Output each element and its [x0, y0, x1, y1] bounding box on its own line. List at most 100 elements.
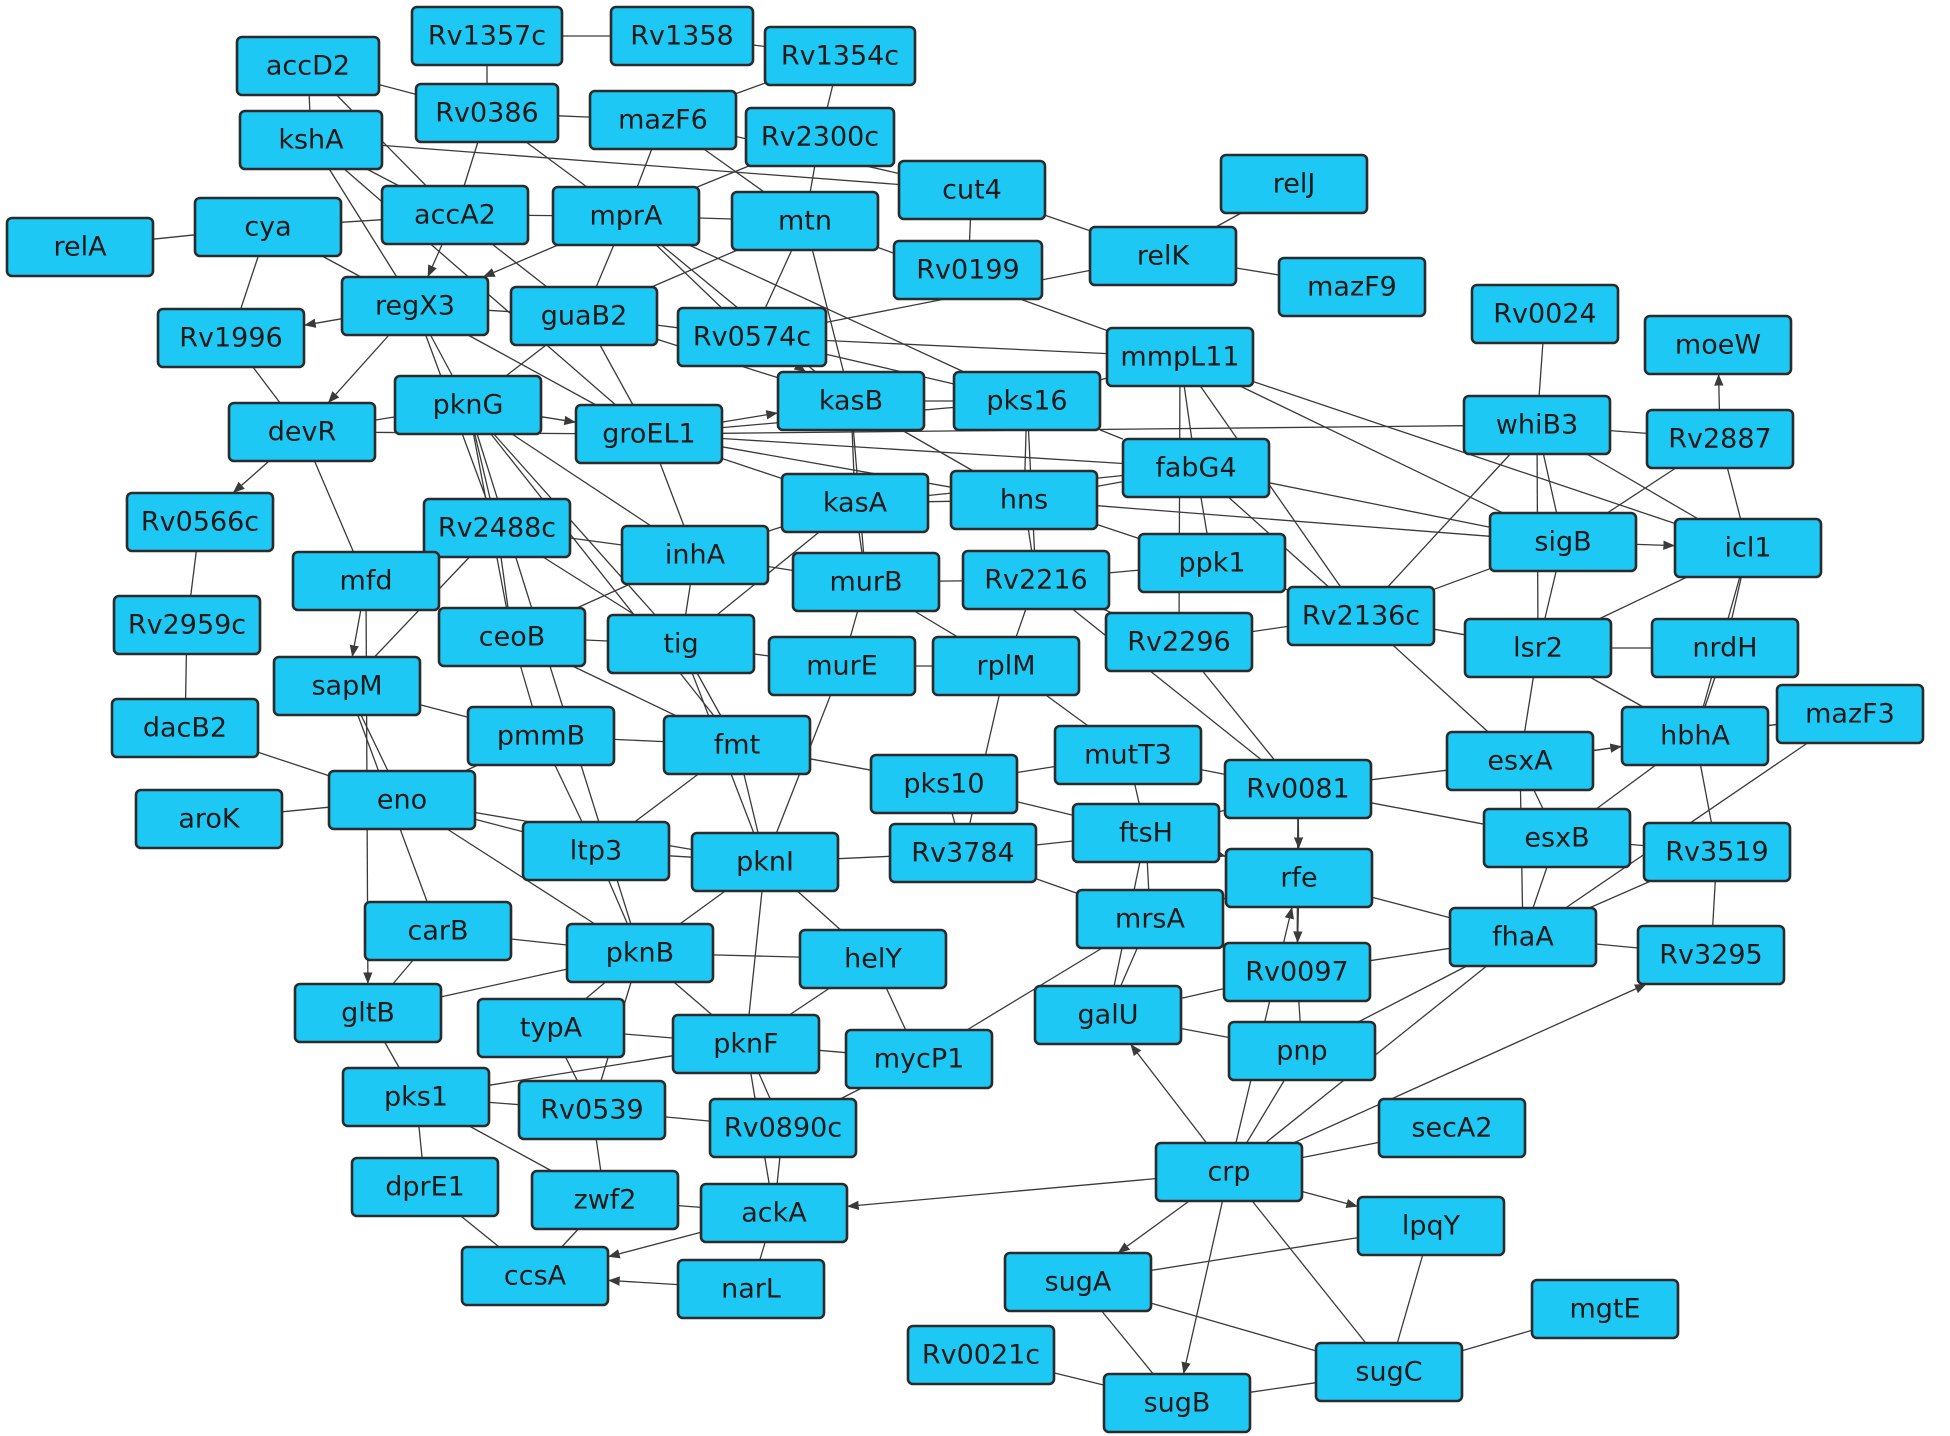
- node-pknG[interactable]: pknG: [393, 374, 543, 436]
- node-murB[interactable]: murB: [791, 551, 941, 613]
- node-pknB[interactable]: pknB: [565, 922, 715, 984]
- node-Rv0890c[interactable]: Rv0890c: [708, 1097, 858, 1159]
- node-ceoB[interactable]: ceoB: [437, 606, 587, 668]
- node-mrsA[interactable]: mrsA: [1075, 888, 1225, 950]
- node-mfd[interactable]: mfd: [291, 550, 441, 612]
- node-mprA[interactable]: mprA: [551, 185, 701, 247]
- node-Rv0081[interactable]: Rv0081: [1223, 758, 1373, 820]
- node-Rv3784[interactable]: Rv3784: [888, 822, 1038, 884]
- node-fmt[interactable]: fmt: [662, 714, 812, 776]
- node-pknF[interactable]: pknF: [671, 1013, 821, 1075]
- node-nrdH[interactable]: nrdH: [1650, 617, 1800, 679]
- node-ackA[interactable]: ackA: [699, 1182, 849, 1244]
- node-aroK[interactable]: aroK: [134, 788, 284, 850]
- node-mazF6[interactable]: mazF6: [588, 89, 738, 151]
- node-Rv0574c[interactable]: Rv0574c: [676, 306, 828, 368]
- node-mgtE[interactable]: mgtE: [1530, 1278, 1680, 1340]
- node-Rv2136c[interactable]: Rv2136c: [1286, 585, 1436, 647]
- node-mazF9[interactable]: mazF9: [1277, 256, 1427, 318]
- node-hbhA[interactable]: hbhA: [1620, 705, 1770, 767]
- node-Rv1354c[interactable]: Rv1354c: [763, 25, 917, 87]
- node-tig[interactable]: tig: [606, 613, 756, 675]
- node-mmpL11[interactable]: mmpL11: [1105, 326, 1255, 388]
- node-carB[interactable]: carB: [363, 900, 513, 962]
- node-mtn[interactable]: mtn: [730, 190, 880, 252]
- node-rplM[interactable]: rplM: [931, 635, 1081, 697]
- node-Rv0566c[interactable]: Rv0566c: [125, 491, 275, 553]
- node-Rv2216[interactable]: Rv2216: [961, 549, 1111, 611]
- node-narL[interactable]: narL: [676, 1258, 826, 1320]
- node-ftsH[interactable]: ftsH: [1071, 802, 1221, 864]
- node-zwf2[interactable]: zwf2: [530, 1169, 680, 1231]
- node-esxA[interactable]: esxA: [1445, 730, 1595, 792]
- node-mycP1[interactable]: mycP1: [844, 1028, 994, 1090]
- node-Rv2959c[interactable]: Rv2959c: [112, 594, 262, 656]
- node-guaB2[interactable]: guaB2: [509, 285, 659, 347]
- node-sapM[interactable]: sapM: [272, 655, 422, 717]
- node-dprE1[interactable]: dprE1: [350, 1156, 500, 1218]
- node-kasA[interactable]: kasA: [780, 472, 930, 534]
- node-relJ[interactable]: relJ: [1219, 153, 1369, 215]
- node-ppk1[interactable]: ppk1: [1137, 532, 1287, 594]
- node-secA2[interactable]: secA2: [1377, 1097, 1527, 1159]
- node-mutT3[interactable]: mutT3: [1053, 724, 1203, 786]
- node-icl1[interactable]: icl1: [1673, 517, 1823, 579]
- node-typA[interactable]: typA: [476, 997, 626, 1059]
- node-Rv3295[interactable]: Rv3295: [1636, 924, 1786, 986]
- node-Rv1358[interactable]: Rv1358: [609, 5, 755, 67]
- node-kshA[interactable]: kshA: [238, 109, 384, 171]
- node-inhA[interactable]: inhA: [620, 524, 770, 586]
- node-lsr2[interactable]: lsr2: [1463, 617, 1613, 679]
- node-murE[interactable]: murE: [767, 635, 917, 697]
- node-crp[interactable]: crp: [1154, 1141, 1304, 1203]
- node-fabG4[interactable]: fabG4: [1121, 437, 1271, 499]
- node-relK[interactable]: relK: [1088, 225, 1238, 287]
- node-sigB[interactable]: sigB: [1488, 511, 1638, 573]
- node-pks10[interactable]: pks10: [869, 753, 1019, 815]
- node-esxB[interactable]: esxB: [1482, 807, 1632, 869]
- node-Rv2300c[interactable]: Rv2300c: [744, 106, 896, 168]
- node-Rv0539[interactable]: Rv0539: [517, 1079, 667, 1141]
- node-Rv0199[interactable]: Rv0199: [892, 239, 1044, 301]
- node-sugA[interactable]: sugA: [1003, 1251, 1153, 1313]
- node-whiB3[interactable]: whiB3: [1462, 394, 1612, 456]
- node-pmmB[interactable]: pmmB: [466, 705, 616, 767]
- node-Rv0021c[interactable]: Rv0021c: [906, 1324, 1056, 1386]
- node-pks16[interactable]: pks16: [952, 370, 1102, 432]
- node-Rv2887[interactable]: Rv2887: [1645, 408, 1795, 470]
- node-mazF3[interactable]: mazF3: [1775, 683, 1925, 745]
- node-Rv1357c[interactable]: Rv1357c: [410, 5, 564, 67]
- node-cya[interactable]: cya: [193, 196, 343, 258]
- node-gltB[interactable]: gltB: [293, 982, 443, 1044]
- node-hns[interactable]: hns: [949, 469, 1099, 531]
- node-Rv2488c[interactable]: Rv2488c: [422, 497, 572, 559]
- node-accD2[interactable]: accD2: [235, 35, 381, 97]
- node-dacB2[interactable]: dacB2: [110, 697, 260, 759]
- node-pknI[interactable]: pknI: [690, 831, 840, 893]
- node-Rv1996[interactable]: Rv1996: [156, 307, 306, 369]
- node-helY[interactable]: helY: [798, 928, 948, 990]
- node-sugB[interactable]: sugB: [1102, 1372, 1252, 1434]
- node-Rv0024[interactable]: Rv0024: [1470, 283, 1620, 345]
- node-fhaA[interactable]: fhaA: [1448, 906, 1598, 968]
- node-lpqY[interactable]: lpqY: [1356, 1195, 1506, 1257]
- node-relA[interactable]: relA: [5, 216, 155, 278]
- node-devR[interactable]: devR: [227, 401, 377, 463]
- node-Rv2296[interactable]: Rv2296: [1104, 611, 1254, 673]
- node-kasB[interactable]: kasB: [776, 370, 926, 432]
- node-galU[interactable]: galU: [1033, 984, 1183, 1046]
- node-ccsA[interactable]: ccsA: [460, 1245, 610, 1307]
- node-accA2[interactable]: accA2: [380, 184, 530, 246]
- node-Rv0386[interactable]: Rv0386: [414, 82, 560, 144]
- node-groEL1[interactable]: groEL1: [574, 403, 724, 465]
- node-moeW[interactable]: moeW: [1643, 314, 1793, 376]
- node-Rv0097[interactable]: Rv0097: [1222, 941, 1372, 1003]
- node-cut4[interactable]: cut4: [897, 159, 1047, 221]
- node-pks1[interactable]: pks1: [341, 1066, 491, 1128]
- node-regX3[interactable]: regX3: [340, 275, 490, 337]
- node-eno[interactable]: eno: [327, 769, 477, 831]
- node-sugC[interactable]: sugC: [1314, 1341, 1464, 1403]
- node-pnp[interactable]: pnp: [1227, 1020, 1377, 1082]
- node-Rv3519[interactable]: Rv3519: [1642, 821, 1792, 883]
- node-rfe[interactable]: rfe: [1224, 847, 1374, 909]
